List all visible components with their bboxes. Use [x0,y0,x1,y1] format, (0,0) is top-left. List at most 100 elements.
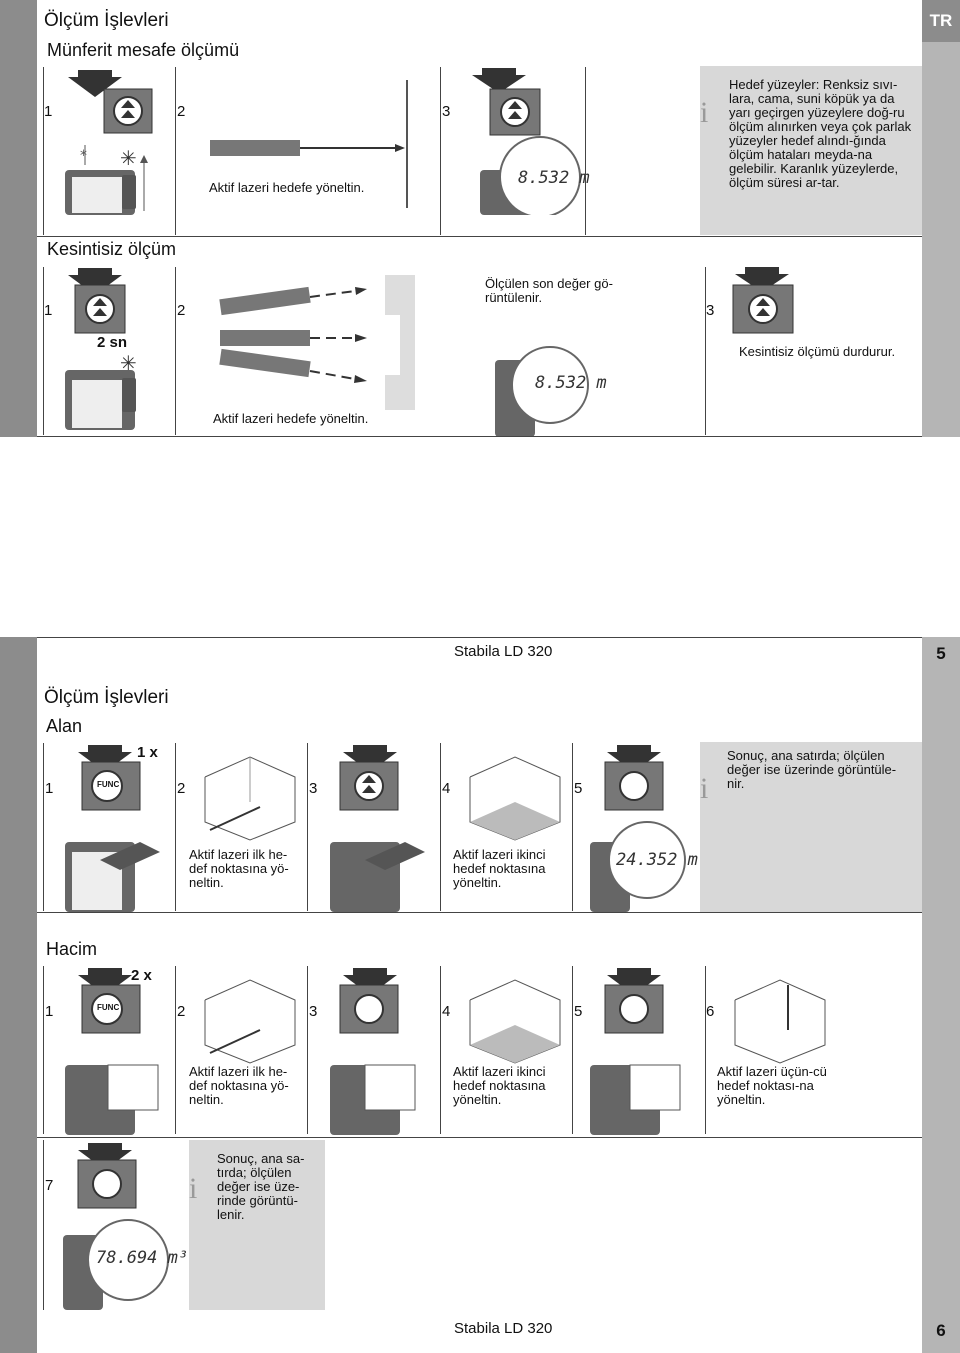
divider [307,966,308,1134]
section-divider [37,236,922,237]
divider [43,1140,44,1310]
step-number: 3 [442,103,451,120]
divider [440,67,441,235]
volume-cube-icon [107,1064,159,1111]
section-heading-continuous: Kesintisiz ölçüm [47,239,177,259]
step-number: 1 [44,302,53,319]
page-title: Ölçüm İşlevleri [44,10,169,31]
func-press-illustration [65,968,159,1135]
room-floor-illustration [469,756,561,841]
divider [705,966,706,1134]
step-caption: Aktif lazeri ikinci hedef noktasına yöne… [453,1064,546,1107]
info-note-text: Sonuç, ana satırda; ölçülen değer ise üz… [727,748,897,791]
right-margin-bar [922,42,960,437]
divider [175,966,176,1134]
press-arrow-icon [343,968,397,995]
step-number: 1 [44,103,53,120]
section-heading-area: Alan [46,716,83,736]
step-number: 7 [45,1177,54,1194]
step-caption: Aktif lazeri üçün-cü hedef noktası-na yö… [717,1064,827,1107]
info-icon: i [700,96,709,129]
display-value: 8.532 m [535,373,607,393]
page-number: 6 [936,1321,946,1340]
device-press-illustration [590,968,681,1135]
section-divider [37,1137,922,1138]
step-number: 2 [177,302,186,319]
step-caption: Aktif lazeri hedefe yöneltin. [213,411,369,426]
step-number: 2 [177,103,186,120]
step-number: 1 [45,780,54,797]
display-value: 8.532 m [518,168,590,188]
display-zoom-icon [87,1219,169,1301]
step-number: 6 [706,1003,715,1020]
continuous-beam-illustration [219,275,415,410]
divider [440,966,441,1134]
step-number: 2 [177,780,186,797]
step-caption: Ölçülen son değer gö-rüntülenir. [485,276,613,305]
measure-button-icon [604,984,664,1034]
press-count: 1 x [137,744,158,761]
language-tab: TR [922,0,960,42]
device-press-illustration [330,745,425,912]
press-arrow-icon [68,268,122,295]
section-divider [37,912,922,913]
divider [43,743,44,911]
display-zoom-icon [499,136,581,215]
target-wall-icon [385,275,415,410]
press-arrow-icon [735,267,789,292]
hold-duration: 2 sn [97,334,128,351]
left-margin-bar-bottom [0,637,37,1353]
press-arrow-icon [472,68,526,93]
divider [572,743,573,911]
display-zoom-icon [511,346,589,424]
divider [43,966,44,1134]
info-note-text: Sonuç, ana sa-tırda; ölçülen değer ise ü… [217,1151,305,1222]
footer-model: Stabila LD 320 [454,643,553,660]
room-corner-illustration [204,979,296,1064]
display-value: 78.694 m³ [96,1248,189,1268]
svg-text:*: * [80,148,87,164]
divider [440,743,441,911]
press-arrow-icon [78,745,132,772]
step-number: 1 [45,1003,54,1020]
press-arrow-icon [607,968,661,995]
step-number: 3 [309,780,318,797]
display-zoom-icon [608,821,686,899]
divider [175,743,176,911]
info-note-box [700,66,922,235]
divider [307,743,308,911]
device-press-illustration: * ✳ [65,70,153,215]
volume-cube-icon [629,1064,681,1111]
divider [43,67,44,235]
device-display-illustration [590,745,686,912]
press-arrow-icon [68,70,122,97]
section-heading-volume: Hacim [46,939,98,959]
divider [705,267,706,435]
room-floor-illustration [469,979,561,1064]
step-number: 4 [442,780,451,797]
press-arrow-icon [78,1143,132,1170]
device-display-illustration [63,1143,169,1310]
step-number: 5 [574,1003,583,1020]
info-note-box [700,742,922,912]
step-caption: Aktif lazeri ilk he-def noktasına yö-nel… [189,1064,289,1107]
page-divider [37,637,922,638]
laser-star-icon: ✳ [120,146,137,170]
right-margin-bar-lower [922,637,960,1353]
step-number: 3 [706,302,715,319]
measurement-line-icon [209,1029,261,1054]
func-label: FUNC [97,1003,120,1012]
divider [572,966,573,1134]
page-title: Ölçüm İşlevleri [44,687,169,708]
step-caption: Aktif lazeri ilk he-def noktasına yö-nel… [189,847,289,890]
step-caption: Kesintisiz ölçümü durdurur. [739,344,896,359]
press-count: 2 x [131,967,152,984]
func-label: FUNC [97,780,120,789]
floor-area-icon [470,802,560,840]
stop-press-illustration [732,267,794,334]
info-note-box [189,1140,325,1310]
info-icon: i [700,772,709,805]
device-hold-illustration: ✳ [65,268,137,430]
device-press-illustration [330,968,416,1135]
display-value: 24.352 m² [616,850,709,870]
